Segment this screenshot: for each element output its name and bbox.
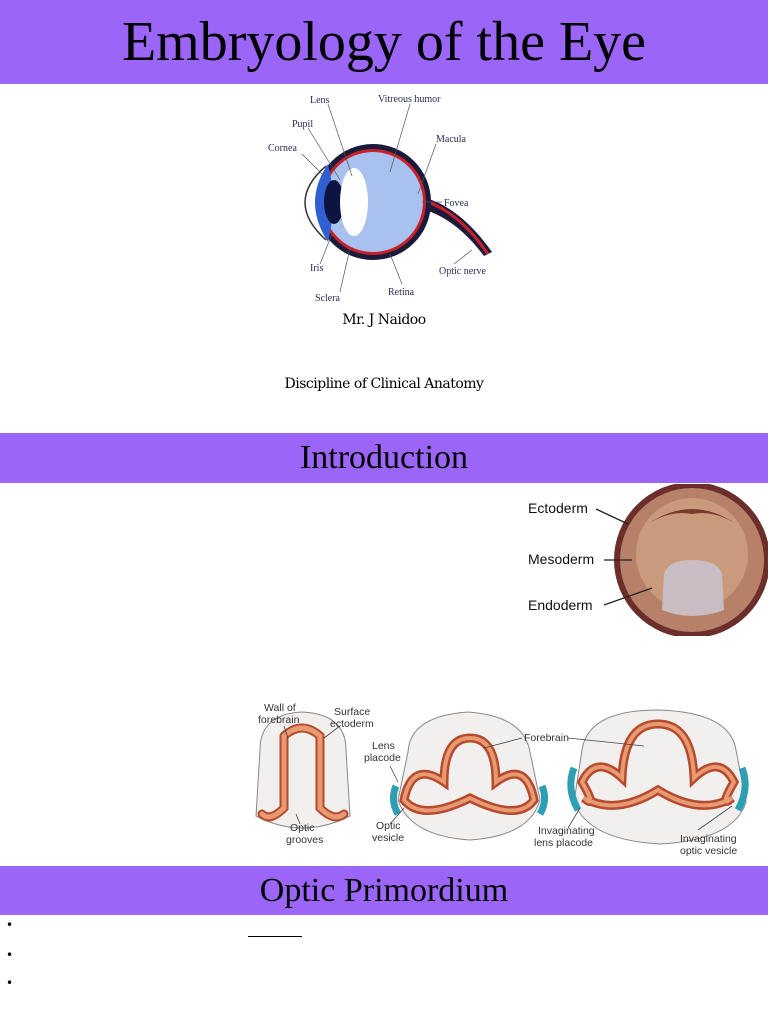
label-cornea: Cornea xyxy=(268,143,297,154)
label-wall-of: Wall of xyxy=(264,702,296,714)
label-forebrain-wall: forebrain xyxy=(258,714,300,726)
label-retina: Retina xyxy=(388,287,415,298)
label-macula: Macula xyxy=(436,134,467,145)
slide2-title-banner: Introduction xyxy=(0,433,768,483)
slide3-title: Optic Primordium xyxy=(259,871,509,909)
label-forebrain: Forebrain xyxy=(524,732,569,744)
label-lens: Lens xyxy=(310,95,330,106)
label-ectoderm-surface: ectoderm xyxy=(330,718,374,730)
discipline-name: Discipline of Clinical Anatomy xyxy=(284,376,484,392)
bullet-3: • xyxy=(6,976,14,990)
label-inv-optic-2: optic vesicle xyxy=(680,845,737,857)
label-sclera: Sclera xyxy=(315,293,341,304)
author-name: Mr. J Naidoo xyxy=(342,312,426,328)
label-inv-lens-1: Invaginating xyxy=(538,825,595,837)
label-ectoderm: Ectoderm xyxy=(528,500,588,516)
label-optic-grooves-2: grooves xyxy=(286,834,323,846)
label-placode: placode xyxy=(364,752,401,764)
label-fovea: Fovea xyxy=(444,198,469,209)
slide1-title: Embryology of the Eye xyxy=(121,11,647,73)
label-lens: Lens xyxy=(372,740,395,752)
label-optic-vesicle-1: Optic xyxy=(376,820,401,832)
slide2-title: Introduction xyxy=(299,439,469,476)
label-iris: Iris xyxy=(310,263,323,274)
label-inv-lens-2: lens placode xyxy=(534,837,593,849)
bullet-2: • xyxy=(6,948,14,962)
label-mesoderm: Mesoderm xyxy=(528,551,594,567)
label-pupil: Pupil xyxy=(292,119,313,130)
label-inv-optic-1: Invaginating xyxy=(680,833,737,845)
label-endoderm: Endoderm xyxy=(528,597,593,613)
label-optic-nerve: Optic nerve xyxy=(439,266,486,277)
optic-development-diagram: Wall of forebrain Surface ectoderm Lens … xyxy=(255,702,749,857)
germ-layers-diagram: Ectoderm Mesoderm Endoderm xyxy=(528,484,768,636)
eye-anatomy-diagram: Lens Vitreous humor Pupil Macula Cornea … xyxy=(268,94,492,304)
bullet-1: • xyxy=(6,918,14,932)
label-optic-grooves-1: Optic xyxy=(290,822,315,834)
slide3-title-banner: Optic Primordium xyxy=(0,866,768,915)
label-optic-vesicle-2: vesicle xyxy=(372,832,404,844)
label-surface: Surface xyxy=(334,706,370,718)
label-vitreous-humor: Vitreous humor xyxy=(378,94,441,105)
underline-mark xyxy=(248,936,302,937)
slide1-title-banner: Embryology of the Eye xyxy=(0,0,768,84)
